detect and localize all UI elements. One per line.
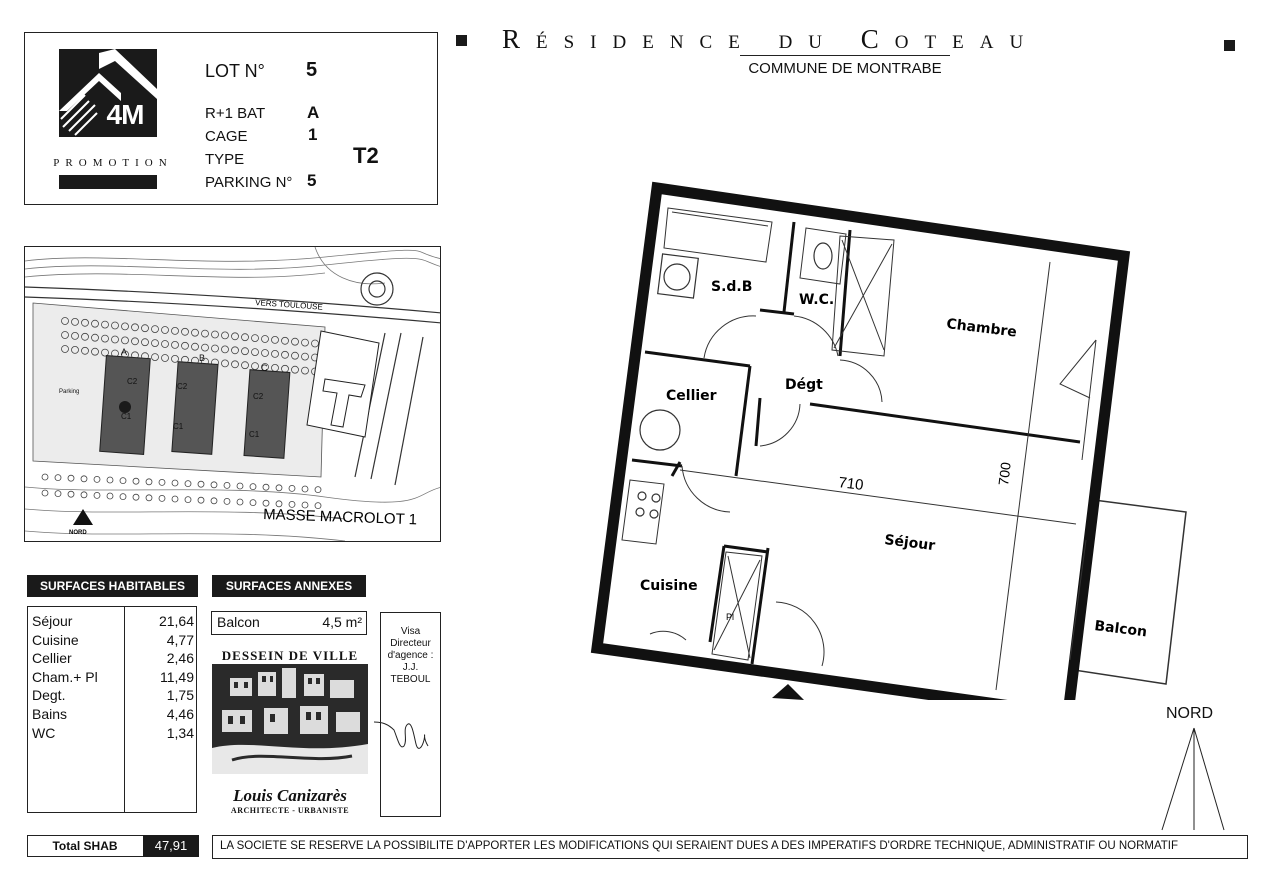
title-underline (740, 55, 950, 56)
surfaces-annexes-box (211, 611, 367, 635)
visa-box (380, 612, 441, 817)
surfaces-annexes-header: SURFACES ANNEXES (212, 575, 366, 597)
lot-number-value: 5 (306, 59, 318, 81)
total-shab-value: 47,91 (143, 835, 199, 857)
surface-name: WC (32, 724, 56, 741)
surface-row: Cham.+ Pl 11,49 (32, 669, 194, 687)
cage-label-b-c1: C1 (173, 422, 184, 431)
surface-row: WC 1,34 (32, 725, 194, 743)
total-shab-label: Total SHAB (52, 839, 118, 853)
room-label-wc: W.C. (799, 292, 834, 308)
room-label-sejour: Séjour (884, 532, 937, 554)
visa-line: TEBOUL (390, 674, 431, 685)
room-label-cuisine: Cuisine (640, 578, 698, 594)
parking-area-label: Parking (59, 389, 79, 395)
surface-value: 1,34 (166, 724, 194, 741)
commune-name: COMMUNE DE MONTRABE (748, 60, 942, 77)
room-label-cellier: Cellier (666, 388, 717, 404)
entrance-arrow-icon (772, 684, 804, 700)
surface-name: Cellier (32, 650, 72, 667)
building-a-label: A (121, 347, 127, 357)
surfaces-column-divider (124, 606, 125, 813)
cage-value: 1 (308, 125, 318, 144)
house-logo-icon (59, 49, 157, 136)
cage-label-c-c1: C1 (249, 430, 260, 439)
disclaimer-text: LA SOCIETE SE RESERVE LA POSSIBILITE D'A… (220, 840, 1179, 852)
dimension-height: 700 (995, 461, 1014, 486)
room-label-balcon: Balcon (1094, 618, 1148, 640)
cage-label-c-c2: C2 (253, 392, 264, 401)
surfaces-habitables-box (27, 606, 197, 813)
room-label-degt: Dégt (785, 377, 823, 393)
visa-line: Visa (400, 626, 421, 637)
surface-value: 2,46 (166, 650, 194, 667)
room-label-placard: Pl (726, 612, 734, 622)
surface-row: Séjour 21,64 (32, 613, 194, 631)
north-compass-icon (1161, 727, 1225, 831)
logo-text: 4M (106, 99, 145, 130)
residence-title: Résidence du Coteau (502, 24, 1040, 54)
visa-text: Visa Directeur d'agence : J.J. TEBOUL (380, 626, 441, 686)
site-plan-map: VERS TOULOUSE A B C C2 C1 C2 C1 C2 C1 (24, 246, 441, 542)
room-label-sdb: S.d.B (711, 279, 752, 295)
logo-bar (59, 175, 157, 189)
lot-info-box: 4M PROMOTION LOT N° 5 R+1 BAT A CAGE 1 T… (24, 32, 438, 205)
surface-name: Degt. (32, 687, 66, 704)
bat-value: A (307, 103, 320, 122)
visa-line: Directeur (390, 638, 431, 649)
site-plan-caption: MASSE MACROLOT 1 (263, 506, 417, 528)
balcon-annex-name: Balcon (217, 614, 260, 630)
parking-value: 5 (307, 171, 317, 190)
architect-subtitle: ARCHITECTE - URBANISTE (230, 806, 350, 815)
surface-value: 21,64 (158, 613, 194, 629)
lot-number-label: LOT N° (205, 61, 265, 81)
type-label: TYPE (205, 151, 245, 168)
townscape-picture (212, 664, 368, 774)
balcon-annex-value: 4,5 m² (322, 614, 362, 630)
surface-name: Séjour (32, 613, 73, 629)
surface-value: 1,75 (166, 687, 194, 704)
parking-label: PARKING N° (205, 174, 293, 191)
room-label-chambre: Chambre (946, 316, 1018, 340)
building-c-label: C (261, 363, 268, 373)
site-north-label: NORD (69, 530, 87, 536)
bat-label: R+1 BAT (205, 105, 266, 122)
cage-label-b-c2: C2 (177, 382, 188, 391)
surface-row: Cellier 2,46 (32, 650, 194, 668)
cage-label-a-c2: C2 (127, 377, 138, 386)
apartment-outer-wall (590, 181, 1131, 700)
surface-name: Cuisine (32, 631, 79, 648)
surface-row: Degt. 1,75 (32, 687, 194, 705)
header-square-right (1224, 40, 1235, 51)
building-b-label: B (199, 353, 205, 363)
surface-value: 11,49 (160, 668, 194, 685)
dimension-width: 710 (838, 474, 865, 494)
header-square-left (456, 35, 467, 46)
surface-name: Bains (32, 706, 68, 722)
type-value: T2 (353, 143, 379, 168)
visa-line: J.J. (402, 662, 419, 673)
visa-line: d'agence : (387, 650, 434, 661)
surface-value: 4,77 (166, 631, 194, 648)
surface-row: Cuisine 4,77 (32, 632, 194, 650)
site-plan-drawing: VERS TOULOUSE A B C C2 C1 C2 C1 C2 C1 (25, 247, 440, 541)
architect-townscape-image (212, 664, 368, 774)
architect-firm-title: DESSEIN DE VILLE (221, 648, 359, 663)
cage-label: CAGE (205, 128, 248, 145)
surfaces-habitables-header: SURFACES HABITABLES (27, 575, 198, 597)
plan-north-label: NORD (1166, 705, 1214, 722)
north-arrow-icon (73, 509, 93, 525)
apartment-floor-plan: S.d.B W.C. Chambre Cellier Dégt Séjour C… (590, 181, 1187, 700)
surface-value: 4,46 (166, 706, 194, 722)
architect-name: Louis Canizarès (233, 786, 347, 805)
surface-row: Bains 4,46 (32, 706, 194, 724)
visa-signature-icon (373, 721, 429, 749)
disclaimer-box (212, 835, 1248, 859)
promoter-logo (59, 49, 157, 137)
logo-subtitle: PROMOTION (53, 157, 173, 169)
surface-name: Cham.+ Pl (32, 668, 98, 685)
cage-label-a-c1: C1 (121, 412, 132, 421)
